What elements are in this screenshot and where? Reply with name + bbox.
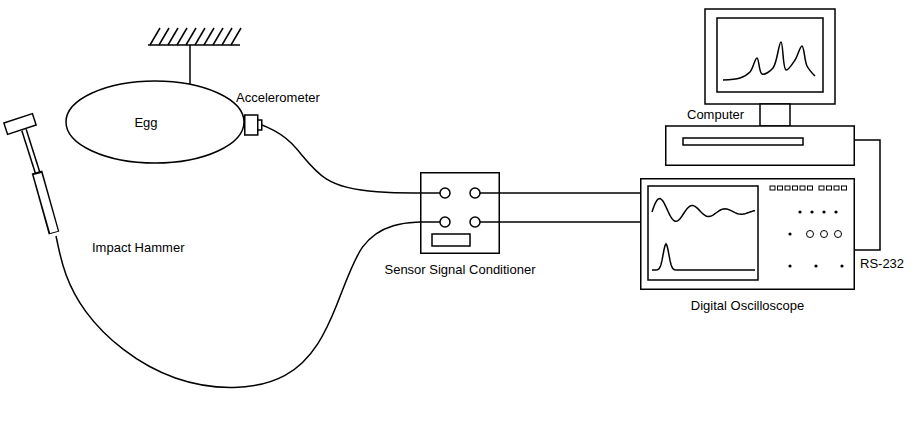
hatch-mark xyxy=(231,28,241,45)
scope-dot xyxy=(834,210,837,213)
signal-conditioner: Sensor Signal Conditioner xyxy=(420,172,500,254)
scope-key xyxy=(778,186,783,190)
suspension-string xyxy=(189,45,191,84)
conditioner-case xyxy=(421,173,500,254)
scope-dot xyxy=(814,264,817,267)
impulse-trace xyxy=(652,244,755,270)
cable-connector xyxy=(500,192,640,194)
response-trace xyxy=(652,199,755,222)
egg-outline xyxy=(66,81,244,163)
input-jack xyxy=(470,188,480,198)
scope-knob xyxy=(835,231,842,238)
conditioner-drawing xyxy=(420,173,500,254)
scope-key xyxy=(793,186,798,190)
node-label: Egg xyxy=(134,115,157,130)
hammer-head xyxy=(4,114,36,135)
scope-dot xyxy=(788,232,791,235)
edge-label: RS-232 xyxy=(858,256,906,271)
node-shape xyxy=(640,178,855,290)
scope-key xyxy=(827,186,832,190)
oscilloscope-drawing xyxy=(641,179,855,290)
cable-connector xyxy=(855,140,880,250)
scope-dot xyxy=(798,210,801,213)
input-jack xyxy=(440,188,450,198)
node-label: Sensor Signal Conditioner xyxy=(384,262,535,277)
scope-dot xyxy=(840,264,843,267)
grip-outline xyxy=(37,172,54,233)
jack-wire xyxy=(480,221,500,223)
accelerometer-plug xyxy=(258,120,262,130)
hammer-drawing xyxy=(4,114,54,233)
hatch-mark xyxy=(159,28,169,45)
handle-fill xyxy=(24,130,38,174)
scope-key xyxy=(808,186,813,190)
hatch-mark xyxy=(186,28,196,45)
scope-case xyxy=(641,179,855,290)
impact-hammer: Impact Hammer xyxy=(4,112,60,236)
grip-fill xyxy=(38,174,55,232)
node-shape xyxy=(665,8,855,166)
scope-key xyxy=(800,186,805,190)
cable-connector xyxy=(262,125,420,193)
node-label: Computer xyxy=(687,107,744,122)
connector-group xyxy=(56,125,880,387)
computer-base xyxy=(666,126,855,165)
computer-drawing xyxy=(666,9,855,165)
node-shape xyxy=(4,112,60,236)
cable-connector xyxy=(56,222,420,387)
hatch-mark xyxy=(222,28,232,45)
hatch-mark xyxy=(204,28,214,45)
scope-dot xyxy=(788,264,791,267)
scope-key xyxy=(819,186,824,190)
spectrum-trace xyxy=(723,42,815,80)
display-window xyxy=(432,234,470,246)
handle-outline xyxy=(24,130,38,174)
hatch-mark xyxy=(150,28,160,45)
accelerometer-sensor: Accelerometer xyxy=(244,113,262,137)
drive-slot xyxy=(683,138,803,145)
hatch-mark xyxy=(213,28,223,45)
hatch-mark xyxy=(177,28,187,45)
node-shape xyxy=(420,172,500,254)
hatch-mark xyxy=(195,28,205,45)
scope-knob xyxy=(807,231,814,238)
node-label: Accelerometer xyxy=(236,90,320,105)
input-jack xyxy=(470,217,480,227)
scope-dot xyxy=(810,210,813,213)
node-shape xyxy=(244,113,262,137)
scope-key xyxy=(834,186,839,190)
scope-key xyxy=(785,186,790,190)
egg-body: Egg xyxy=(65,80,245,164)
computer-unit: Computer xyxy=(665,8,855,166)
monitor-case xyxy=(705,9,835,104)
monitor-stand xyxy=(760,104,790,126)
ceiling-hatch xyxy=(148,28,241,84)
node-label: Digital Oscilloscope xyxy=(691,298,804,313)
jack-wire xyxy=(480,192,500,194)
digital-oscilloscope: Digital Oscilloscope xyxy=(640,178,855,290)
scope-key xyxy=(842,186,847,190)
hatch-mark xyxy=(168,28,178,45)
input-jack xyxy=(440,217,450,227)
cable-connector xyxy=(500,221,640,223)
scope-knob xyxy=(821,231,828,238)
scope-dot xyxy=(822,210,825,213)
monitor-screen xyxy=(717,18,823,92)
accelerometer-body xyxy=(245,115,258,135)
jack-wire xyxy=(420,192,440,194)
jack-wire xyxy=(420,221,440,223)
scope-key xyxy=(770,186,775,190)
scope-screen xyxy=(648,186,758,280)
ceiling-line xyxy=(148,44,240,46)
node-label: Impact Hammer xyxy=(92,240,184,255)
